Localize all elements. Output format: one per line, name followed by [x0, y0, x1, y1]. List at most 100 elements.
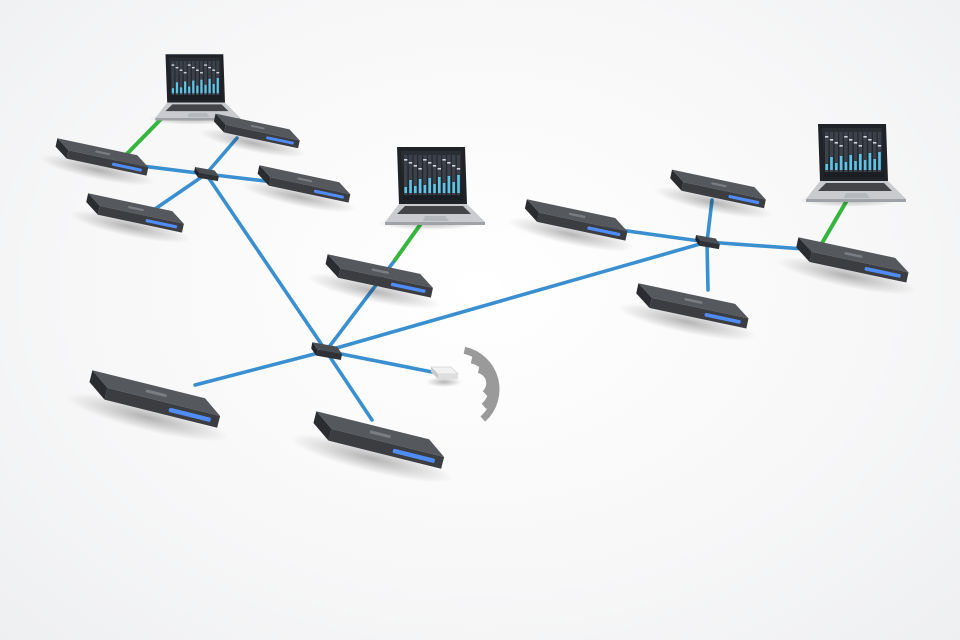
rack-device-dev-r3[interactable]	[615, 280, 763, 348]
rack-unit-icon	[55, 138, 149, 176]
wifi-waves-icon	[463, 346, 500, 422]
mixer-channel-strip	[834, 132, 838, 172]
mixer-channel-meter	[438, 177, 441, 193]
mixer-channel-fader	[428, 162, 432, 164]
device-logo-mark	[371, 268, 389, 274]
laptop-laptop-center[interactable]	[377, 147, 485, 230]
device-led-strip	[266, 136, 294, 145]
network-nodes	[38, 54, 923, 492]
mixer-channel-strip	[432, 155, 437, 195]
switch-front-face	[198, 172, 219, 182]
mixer-channel-fader	[834, 142, 838, 144]
rack-device-dev-c3[interactable]	[287, 407, 461, 492]
mixer-channel-fader	[863, 136, 867, 138]
rack-device-dev-l2[interactable]	[197, 111, 310, 163]
rack-unit-icon	[325, 254, 433, 298]
mixer-channel-meter	[204, 84, 207, 94]
device-front-face	[809, 251, 909, 283]
mixer-channel-fader	[877, 145, 882, 147]
mixer-channel-strip	[200, 61, 203, 95]
mixer-channel-strip	[447, 155, 451, 195]
rack-device-dev-l3[interactable]	[240, 162, 362, 218]
network-switch-sw-center[interactable]	[310, 342, 343, 360]
laptop-trackpad	[423, 216, 449, 221]
device-shadow	[66, 393, 229, 442]
device-shadow	[199, 128, 306, 158]
switch-icon	[311, 342, 343, 360]
device-logo-mark	[95, 150, 111, 156]
rack-unit-icon	[636, 283, 749, 329]
mixer-channel-meter	[184, 81, 187, 94]
device-front-face	[97, 205, 184, 233]
mixer-channel-fader	[844, 136, 848, 138]
rack-device-dev-r4[interactable]	[775, 234, 923, 302]
mixer-channel-meter	[878, 152, 881, 170]
mixer-channel-strip	[413, 155, 417, 195]
mixer-channel-meter	[835, 163, 838, 170]
rack-unit-icon	[257, 165, 351, 203]
mixer-channel-meter	[873, 159, 876, 170]
mixer-channel-fader	[171, 64, 175, 66]
switch-side-face	[695, 234, 701, 246]
wireless-access-point[interactable]	[426, 345, 504, 422]
mixer-channel-strip	[844, 132, 848, 172]
device-side-face	[257, 165, 271, 186]
device-led-strip	[390, 282, 426, 293]
rack-device-dev-c1[interactable]	[305, 251, 446, 316]
mixer-channel-fader	[452, 165, 456, 167]
mixer-channel-meter	[428, 178, 431, 193]
mixer-channel-meter	[447, 176, 451, 193]
rack-unit-icon	[796, 237, 909, 283]
ethernet-link-sw-right-to-dev-r3	[705, 240, 710, 292]
mixer-channel-meter	[414, 186, 417, 193]
laptop-base-edge	[806, 199, 906, 202]
device-side-face	[313, 411, 332, 441]
mixer-channel-meter	[457, 175, 460, 193]
device-shadow	[290, 434, 453, 483]
mixer-channel-strip	[452, 155, 456, 195]
device-side-face	[796, 237, 812, 262]
device-logo-mark	[250, 124, 265, 130]
mixer-channel-meter	[208, 78, 211, 94]
mixer-channel-meter	[179, 87, 183, 94]
laptop-laptop-left[interactable]	[148, 54, 241, 125]
laptop-laptop-right[interactable]	[798, 124, 906, 207]
rack-device-dev-l1[interactable]	[38, 135, 160, 191]
usb-link-laptop-center-to-dev-c1	[393, 223, 422, 262]
laptop-keyboard	[397, 206, 471, 214]
mixer-channel-meter	[212, 83, 215, 94]
ethernet-link-sw-center-to-dev-c3	[324, 349, 374, 422]
rack-unit-icon	[313, 411, 445, 469]
mixer-channel-strip	[868, 132, 872, 172]
mixer-channel-fader	[408, 162, 413, 164]
rack-device-dev-r1[interactable]	[505, 196, 640, 258]
mixer-channel-fader	[849, 139, 853, 141]
network-switch-sw-right[interactable]	[694, 234, 720, 250]
laptop-keyboard	[818, 183, 892, 191]
mixer-channel-meter	[188, 86, 191, 94]
mixer-channel-fader	[175, 66, 179, 69]
device-shadow	[39, 154, 155, 186]
access-point-icon	[430, 366, 459, 379]
rack-device-dev-r2[interactable]	[652, 167, 778, 225]
mixer-channel-fader	[204, 64, 207, 66]
mixer-channel-fader	[404, 159, 408, 161]
switch-icon	[695, 234, 720, 250]
device-front-face	[104, 387, 221, 428]
mixer-channel-meter	[404, 187, 407, 193]
access-point-front	[438, 374, 458, 379]
device-front-face	[268, 177, 351, 203]
mixer-channel-strip	[825, 132, 829, 172]
rack-device-dev-c2[interactable]	[63, 366, 237, 451]
device-side-face	[325, 254, 341, 278]
device-front-face	[328, 428, 445, 469]
mixer-channel-strip	[187, 61, 191, 95]
mixer-channel-strip	[212, 61, 216, 95]
network-switch-sw-left[interactable]	[193, 166, 219, 182]
mixer-channel-fader	[418, 168, 422, 170]
mixer-channel-meter	[452, 182, 455, 193]
mixer-channel-meter	[859, 154, 862, 170]
rack-device-dev-l4[interactable]	[67, 190, 195, 249]
mixer-channel-fader	[825, 136, 829, 138]
